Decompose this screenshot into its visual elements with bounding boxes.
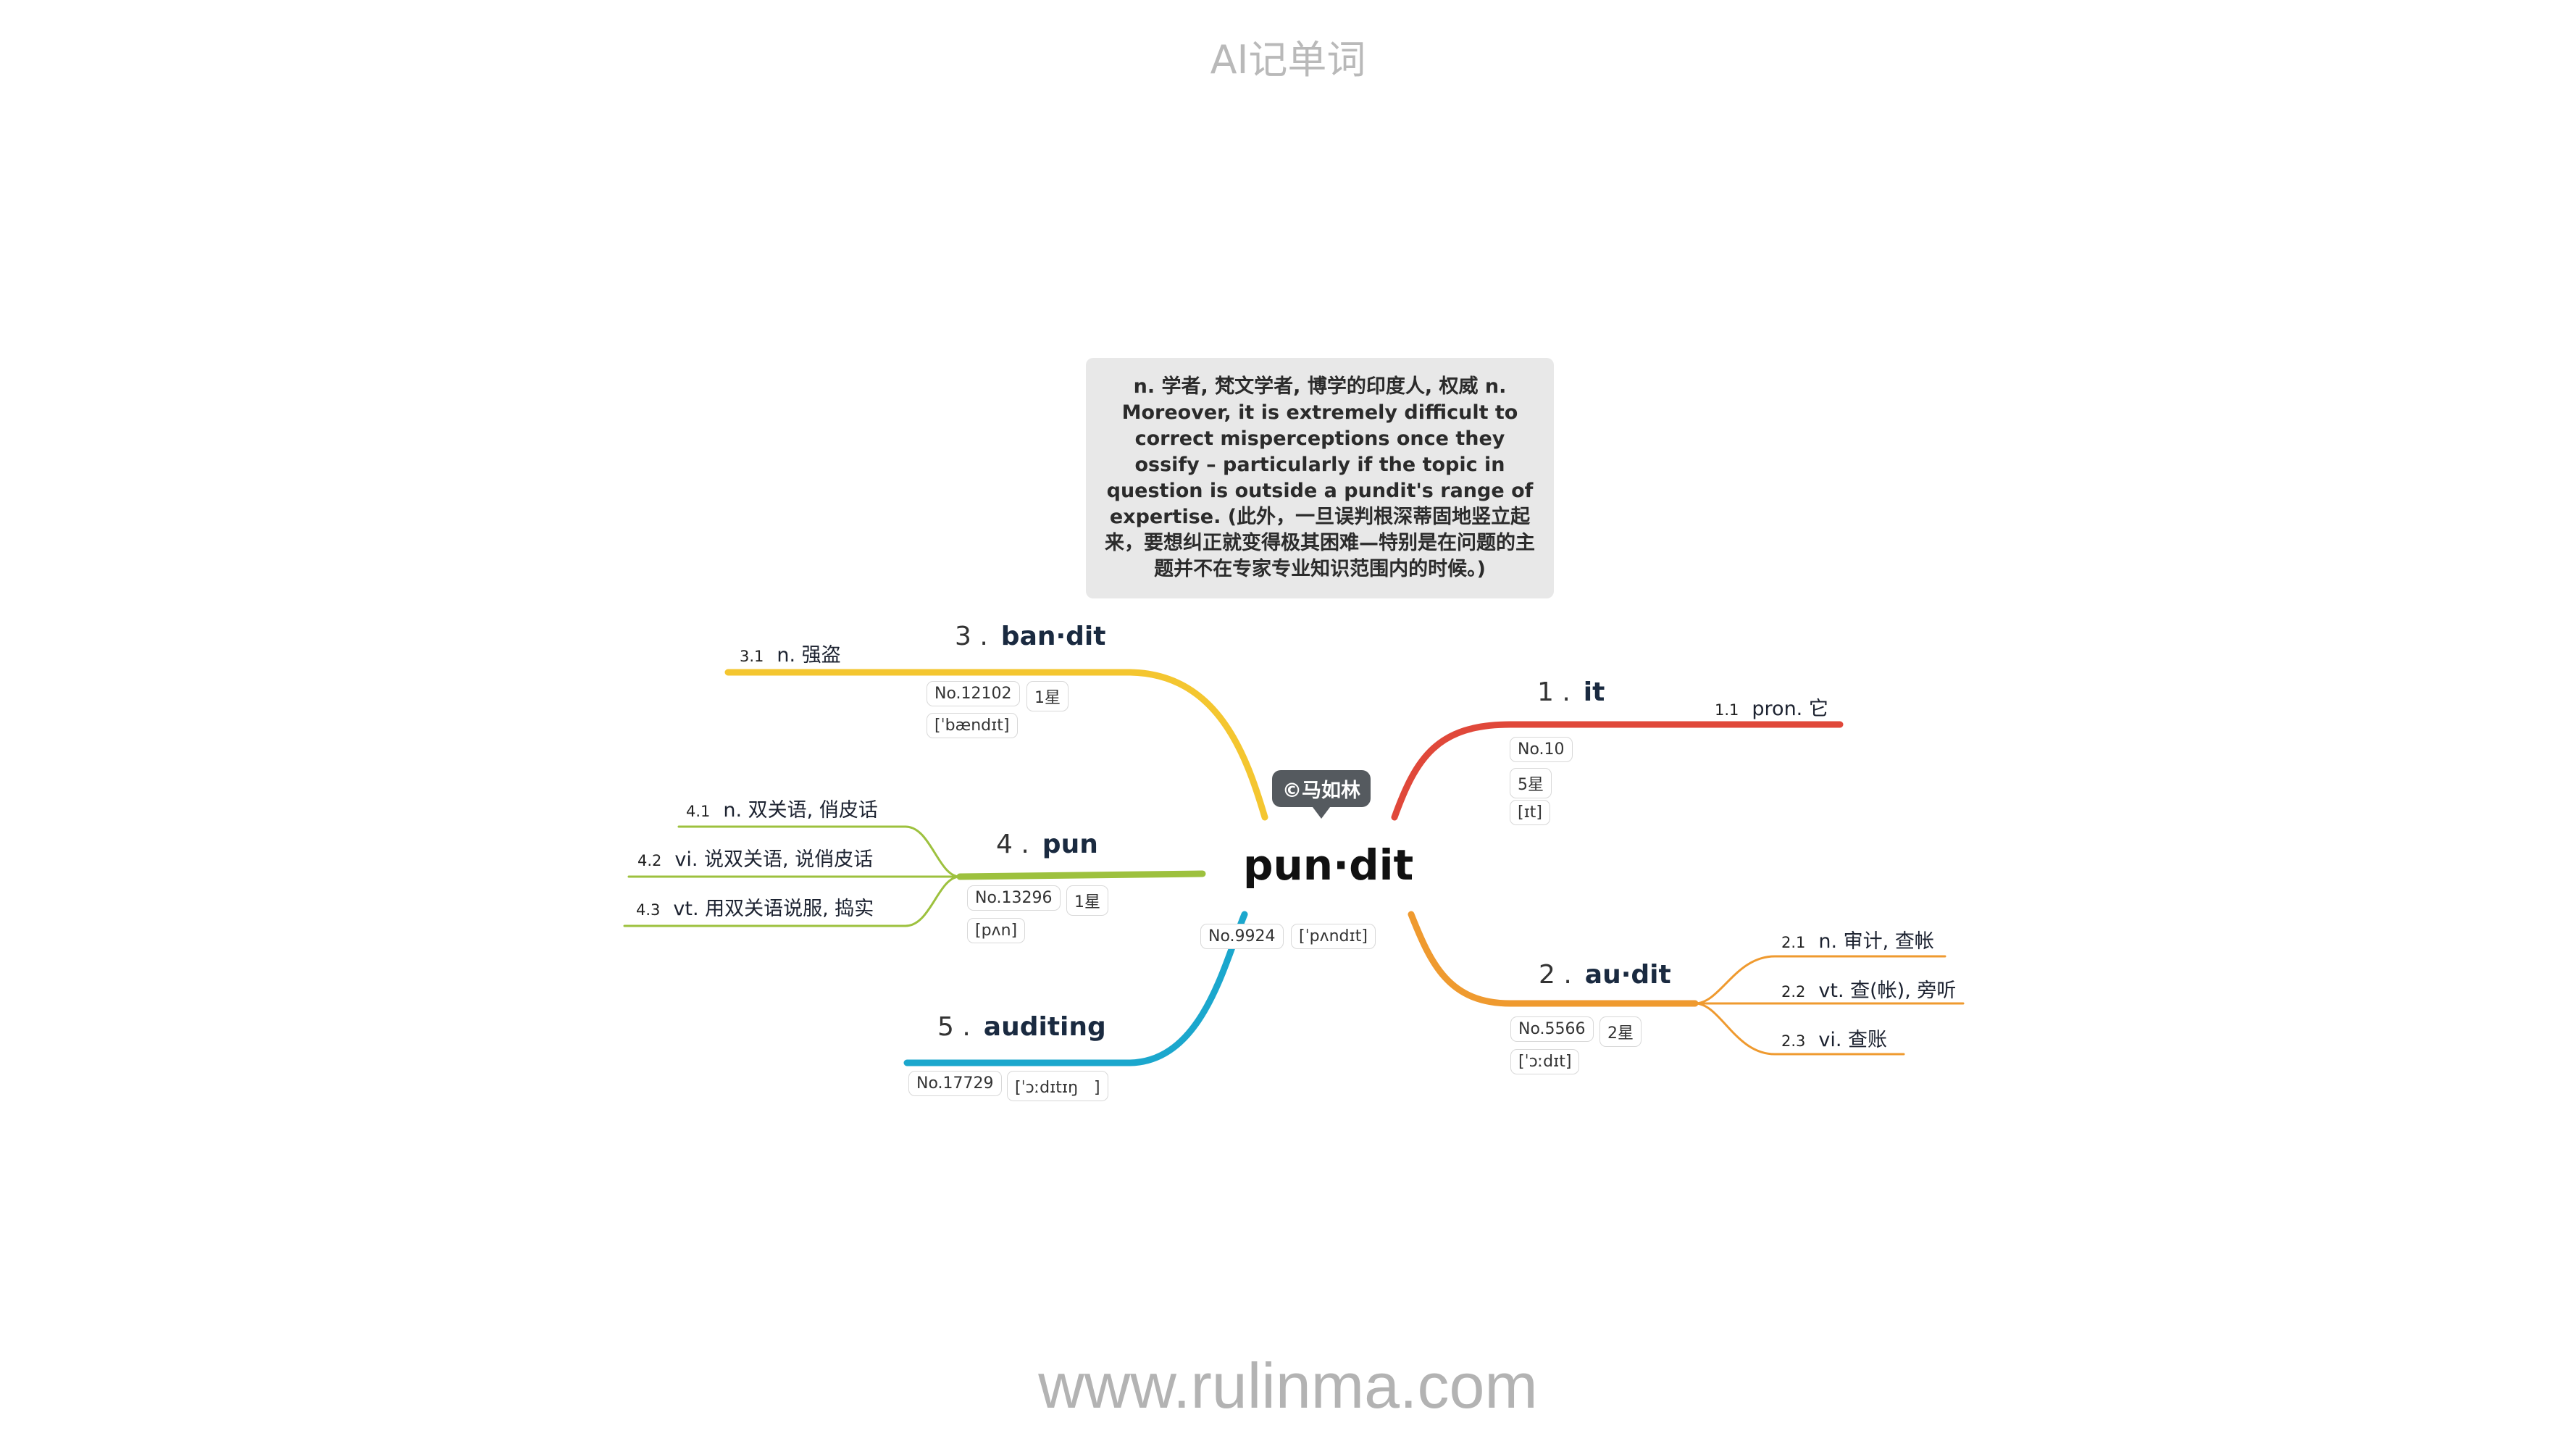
branch-1-word: it — [1583, 677, 1605, 707]
branch-3-number: 3 . — [955, 622, 988, 651]
branch-3-phonetic-tag: [ˈbændɪt] — [927, 713, 1018, 738]
branch-5-label[interactable]: 5 . auditing — [937, 1012, 1106, 1042]
subitem-4-1[interactable]: 4.1 n. 双关语, 俏皮话 — [686, 794, 878, 822]
subitem-1-1[interactable]: 1.1 pron. 它 — [1715, 693, 1828, 721]
branch-4-number: 4 . — [996, 830, 1029, 859]
center-word: pun·dit — [1243, 840, 1414, 890]
branch-1-star-tag: 5星 — [1510, 768, 1552, 798]
branch-2-number-tag: No.5566 — [1510, 1016, 1594, 1042]
subitem-2-3[interactable]: 2.3 vi. 查账 — [1781, 1024, 1887, 1052]
center-phonetic-tag: [ˈpʌndɪt] — [1291, 924, 1376, 949]
subitem-2-1-text: n. 审计, 查帐 — [1818, 930, 1934, 953]
branch-1-number: 1 . — [1537, 677, 1571, 707]
branch-5-phonetic-tag: [ˈɔːdɪtɪŋ ] — [1007, 1071, 1108, 1101]
branch-2-connector — [1408, 911, 1699, 1007]
branch-3-number-tag: No.12102 — [927, 681, 1020, 706]
subitem-4-2-number: 4.2 — [637, 852, 662, 869]
subitem-2-3-number: 2.3 — [1781, 1032, 1806, 1050]
branch-5-word: auditing — [983, 1012, 1106, 1042]
branch-4-connector — [956, 870, 1206, 880]
subitem-4-3-text: vt. 用双关语说服, 捣实 — [673, 898, 874, 920]
subitem-4-3-number: 4.3 — [636, 901, 661, 919]
subitem-1-1-text: pron. 它 — [1752, 698, 1828, 720]
branch-5-number: 5 . — [937, 1012, 971, 1042]
subitem-2-2-text: vt. 查(帐), 旁听 — [1818, 980, 1957, 1002]
subitem-4-1-text: n. 双关语, 俏皮话 — [723, 799, 878, 822]
center-number-tag: No.9924 — [1200, 924, 1284, 949]
branch-3-label[interactable]: 3 . ban·dit — [955, 622, 1105, 651]
subitem-4-2-text: vi. 说双关语, 说俏皮话 — [674, 848, 874, 871]
branch-2-star-tag: 2星 — [1599, 1016, 1642, 1047]
branch-3-connector — [724, 669, 1268, 821]
subitem-2-2-number: 2.2 — [1781, 983, 1806, 1001]
branch-2-label[interactable]: 2 . au·dit — [1539, 960, 1671, 990]
branch-3-word: ban·dit — [1000, 622, 1106, 651]
definition-note: n. 学者, 梵文学者, 博学的印度人, 权威 n. Moreover, it … — [1086, 358, 1554, 598]
footer-url: www.rulinma.com — [1038, 1350, 1538, 1421]
subitem-2-1-connector — [1694, 955, 1946, 1005]
branch-3-star-tag: 1星 — [1026, 681, 1069, 711]
branch-1-connector — [1391, 721, 1844, 821]
header-title: AI记单词 — [1210, 37, 1366, 83]
branch-4-word: pun — [1042, 830, 1098, 859]
branch-1-label[interactable]: 1 . it — [1537, 677, 1605, 707]
subitem-4-2[interactable]: 4.2 vi. 说双关语, 说俏皮话 — [637, 843, 873, 872]
subitem-2-3-text: vi. 查账 — [1818, 1029, 1888, 1051]
subitem-4-1-connector — [677, 825, 961, 878]
branch-4-phonetic-tag: [pʌn] — [967, 918, 1026, 943]
branch-2-word: au·dit — [1584, 960, 1671, 990]
subitem-2-1-number: 2.1 — [1781, 934, 1806, 951]
subitem-2-1[interactable]: 2.1 n. 审计, 查帐 — [1781, 925, 1934, 953]
subitem-2-2[interactable]: 2.2 vt. 查(帐), 旁听 — [1781, 974, 1956, 1003]
subitem-4-3-connector — [623, 875, 961, 927]
branch-2-number: 2 . — [1539, 960, 1572, 990]
branch-1-phonetic-tag: [ɪt] — [1510, 800, 1550, 825]
subitem-4-1-number: 4.1 — [686, 803, 711, 820]
subitem-2-3-connector — [1694, 1002, 1905, 1056]
branch-2-phonetic-tag: [ˈɔːdɪt] — [1510, 1049, 1580, 1074]
subitem-3-1[interactable]: 3.1 n. 强盗 — [740, 639, 841, 667]
copyright-badge: ©马如林 — [1272, 770, 1371, 819]
subitem-3-1-text: n. 强盗 — [777, 644, 841, 667]
subitem-4-3[interactable]: 4.3 vt. 用双关语说服, 捣实 — [636, 893, 874, 921]
branch-4-number-tag: No.13296 — [967, 885, 1061, 911]
subitem-3-1-number: 3.1 — [740, 648, 764, 665]
subitem-1-1-number: 1.1 — [1715, 701, 1739, 719]
branch-4-star-tag: 1星 — [1066, 885, 1108, 916]
branch-5-number-tag: No.17729 — [908, 1071, 1002, 1096]
branch-4-label[interactable]: 4 . pun — [996, 830, 1098, 859]
branch-1-number-tag: No.10 — [1510, 737, 1573, 762]
